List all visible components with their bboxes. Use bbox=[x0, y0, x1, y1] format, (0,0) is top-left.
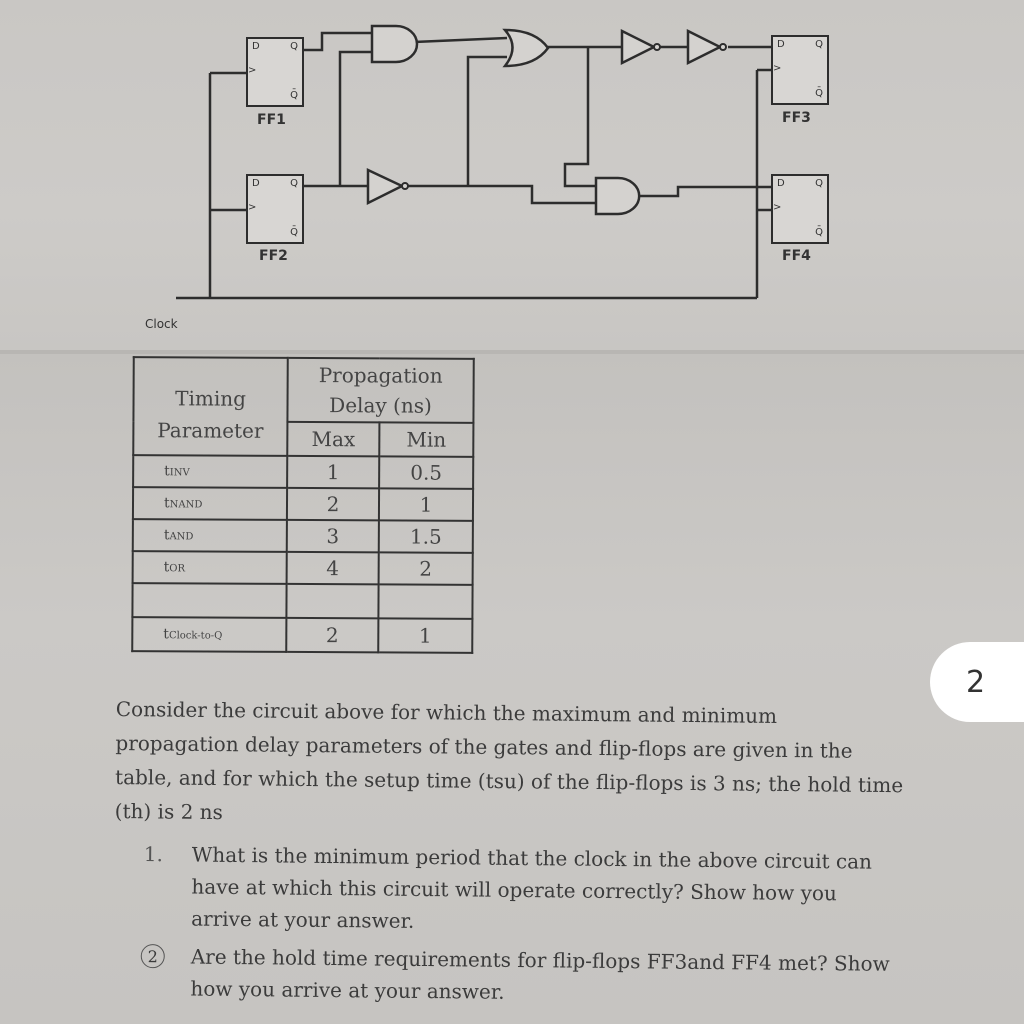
pin-q: Q bbox=[815, 178, 823, 189]
pin-d: D bbox=[777, 178, 785, 189]
ff2-label: FF2 bbox=[259, 248, 288, 264]
question-list: 1. What is the minimum period that the c… bbox=[138, 838, 970, 1019]
ff4-label: FF4 bbox=[782, 248, 811, 264]
item-marker-circled: 2 bbox=[140, 944, 165, 969]
table-row: tAND 3 1.5 bbox=[132, 519, 473, 553]
list-item: 1. What is the minimum period that the c… bbox=[139, 838, 970, 943]
pin-d: D bbox=[252, 178, 260, 189]
pin-q: Q bbox=[290, 178, 298, 189]
table-row-empty bbox=[132, 583, 473, 619]
photo-bottom-sheet bbox=[0, 352, 1024, 1024]
pin-d: D bbox=[252, 41, 260, 52]
list-item: 2 Are the hold time requirements for fli… bbox=[138, 940, 969, 1013]
table-row: tNAND 2 1 bbox=[132, 487, 474, 521]
param-cell: tINV bbox=[133, 455, 288, 488]
max-cell: 3 bbox=[286, 519, 379, 553]
min-cell: 2 bbox=[378, 552, 473, 585]
min-cell bbox=[378, 584, 473, 619]
pin-qbar: Q̄ bbox=[290, 227, 298, 238]
and-gate-2 bbox=[594, 176, 641, 216]
min-cell: 1 bbox=[378, 488, 474, 521]
pin-qbar: Q̄ bbox=[290, 90, 298, 101]
flip-flop-ff4: D Q Q̄ > bbox=[771, 174, 829, 244]
table-row: tClock-to-Q 2 1 bbox=[132, 617, 473, 653]
clock-triangle-icon: > bbox=[248, 65, 257, 76]
max-cell: 2 bbox=[286, 617, 379, 653]
circuit-diagram bbox=[176, 24, 772, 300]
param-cell: tClock-to-Q bbox=[132, 617, 287, 652]
ff3-label: FF3 bbox=[782, 110, 811, 126]
pin-q: Q bbox=[815, 39, 823, 50]
pin-d: D bbox=[777, 39, 785, 50]
pin-qbar: Q̄ bbox=[815, 227, 823, 238]
header-timing-parameter: Timing Parameter bbox=[133, 357, 288, 456]
inverter-3 bbox=[686, 28, 723, 66]
pin-q: Q bbox=[290, 41, 298, 52]
header-propagation-delay: Propagation Delay (ns) bbox=[287, 357, 474, 423]
ff1-label: FF1 bbox=[257, 112, 286, 128]
max-cell: 4 bbox=[286, 551, 379, 585]
page-seam bbox=[0, 350, 1024, 354]
param-cell: tOR bbox=[132, 551, 287, 584]
clock-triangle-icon: > bbox=[248, 202, 257, 213]
page-number-badge: 2 bbox=[930, 642, 1024, 722]
item-line: arrive at your answer. bbox=[191, 906, 415, 933]
min-cell: 1.5 bbox=[378, 520, 473, 553]
max-cell: 2 bbox=[286, 487, 380, 521]
clock-triangle-icon: > bbox=[773, 63, 782, 74]
or-gate bbox=[502, 28, 550, 68]
param-cell bbox=[132, 583, 287, 618]
clock-label: Clock bbox=[145, 317, 178, 331]
min-cell: 0.5 bbox=[379, 456, 474, 489]
table-row: tINV 1 0.5 bbox=[133, 455, 474, 489]
timing-table: Timing Parameter Propagation Delay (ns) … bbox=[131, 356, 475, 654]
item-marker: 1. bbox=[143, 842, 164, 867]
param-cell: tAND bbox=[132, 519, 287, 552]
and-gate-1 bbox=[370, 24, 419, 64]
inverter-1 bbox=[366, 168, 405, 206]
inverter-2 bbox=[620, 28, 657, 66]
clock-triangle-icon: > bbox=[773, 202, 782, 213]
max-cell bbox=[286, 583, 379, 619]
param-cell: tNAND bbox=[132, 487, 288, 520]
flip-flop-ff3: D Q Q̄ > bbox=[771, 35, 829, 105]
min-cell: 1 bbox=[378, 618, 473, 653]
header-max: Max bbox=[287, 421, 380, 457]
pin-qbar: Q̄ bbox=[815, 88, 823, 99]
table-row: tOR 4 2 bbox=[132, 551, 473, 585]
header-min: Min bbox=[379, 422, 474, 457]
flip-flop-ff1: D Q Q̄ > bbox=[246, 37, 304, 107]
flip-flop-ff2: D Q Q̄ > bbox=[246, 174, 304, 244]
max-cell: 1 bbox=[287, 455, 380, 489]
question-paragraph: Consider the circuit above for which the… bbox=[115, 692, 972, 837]
